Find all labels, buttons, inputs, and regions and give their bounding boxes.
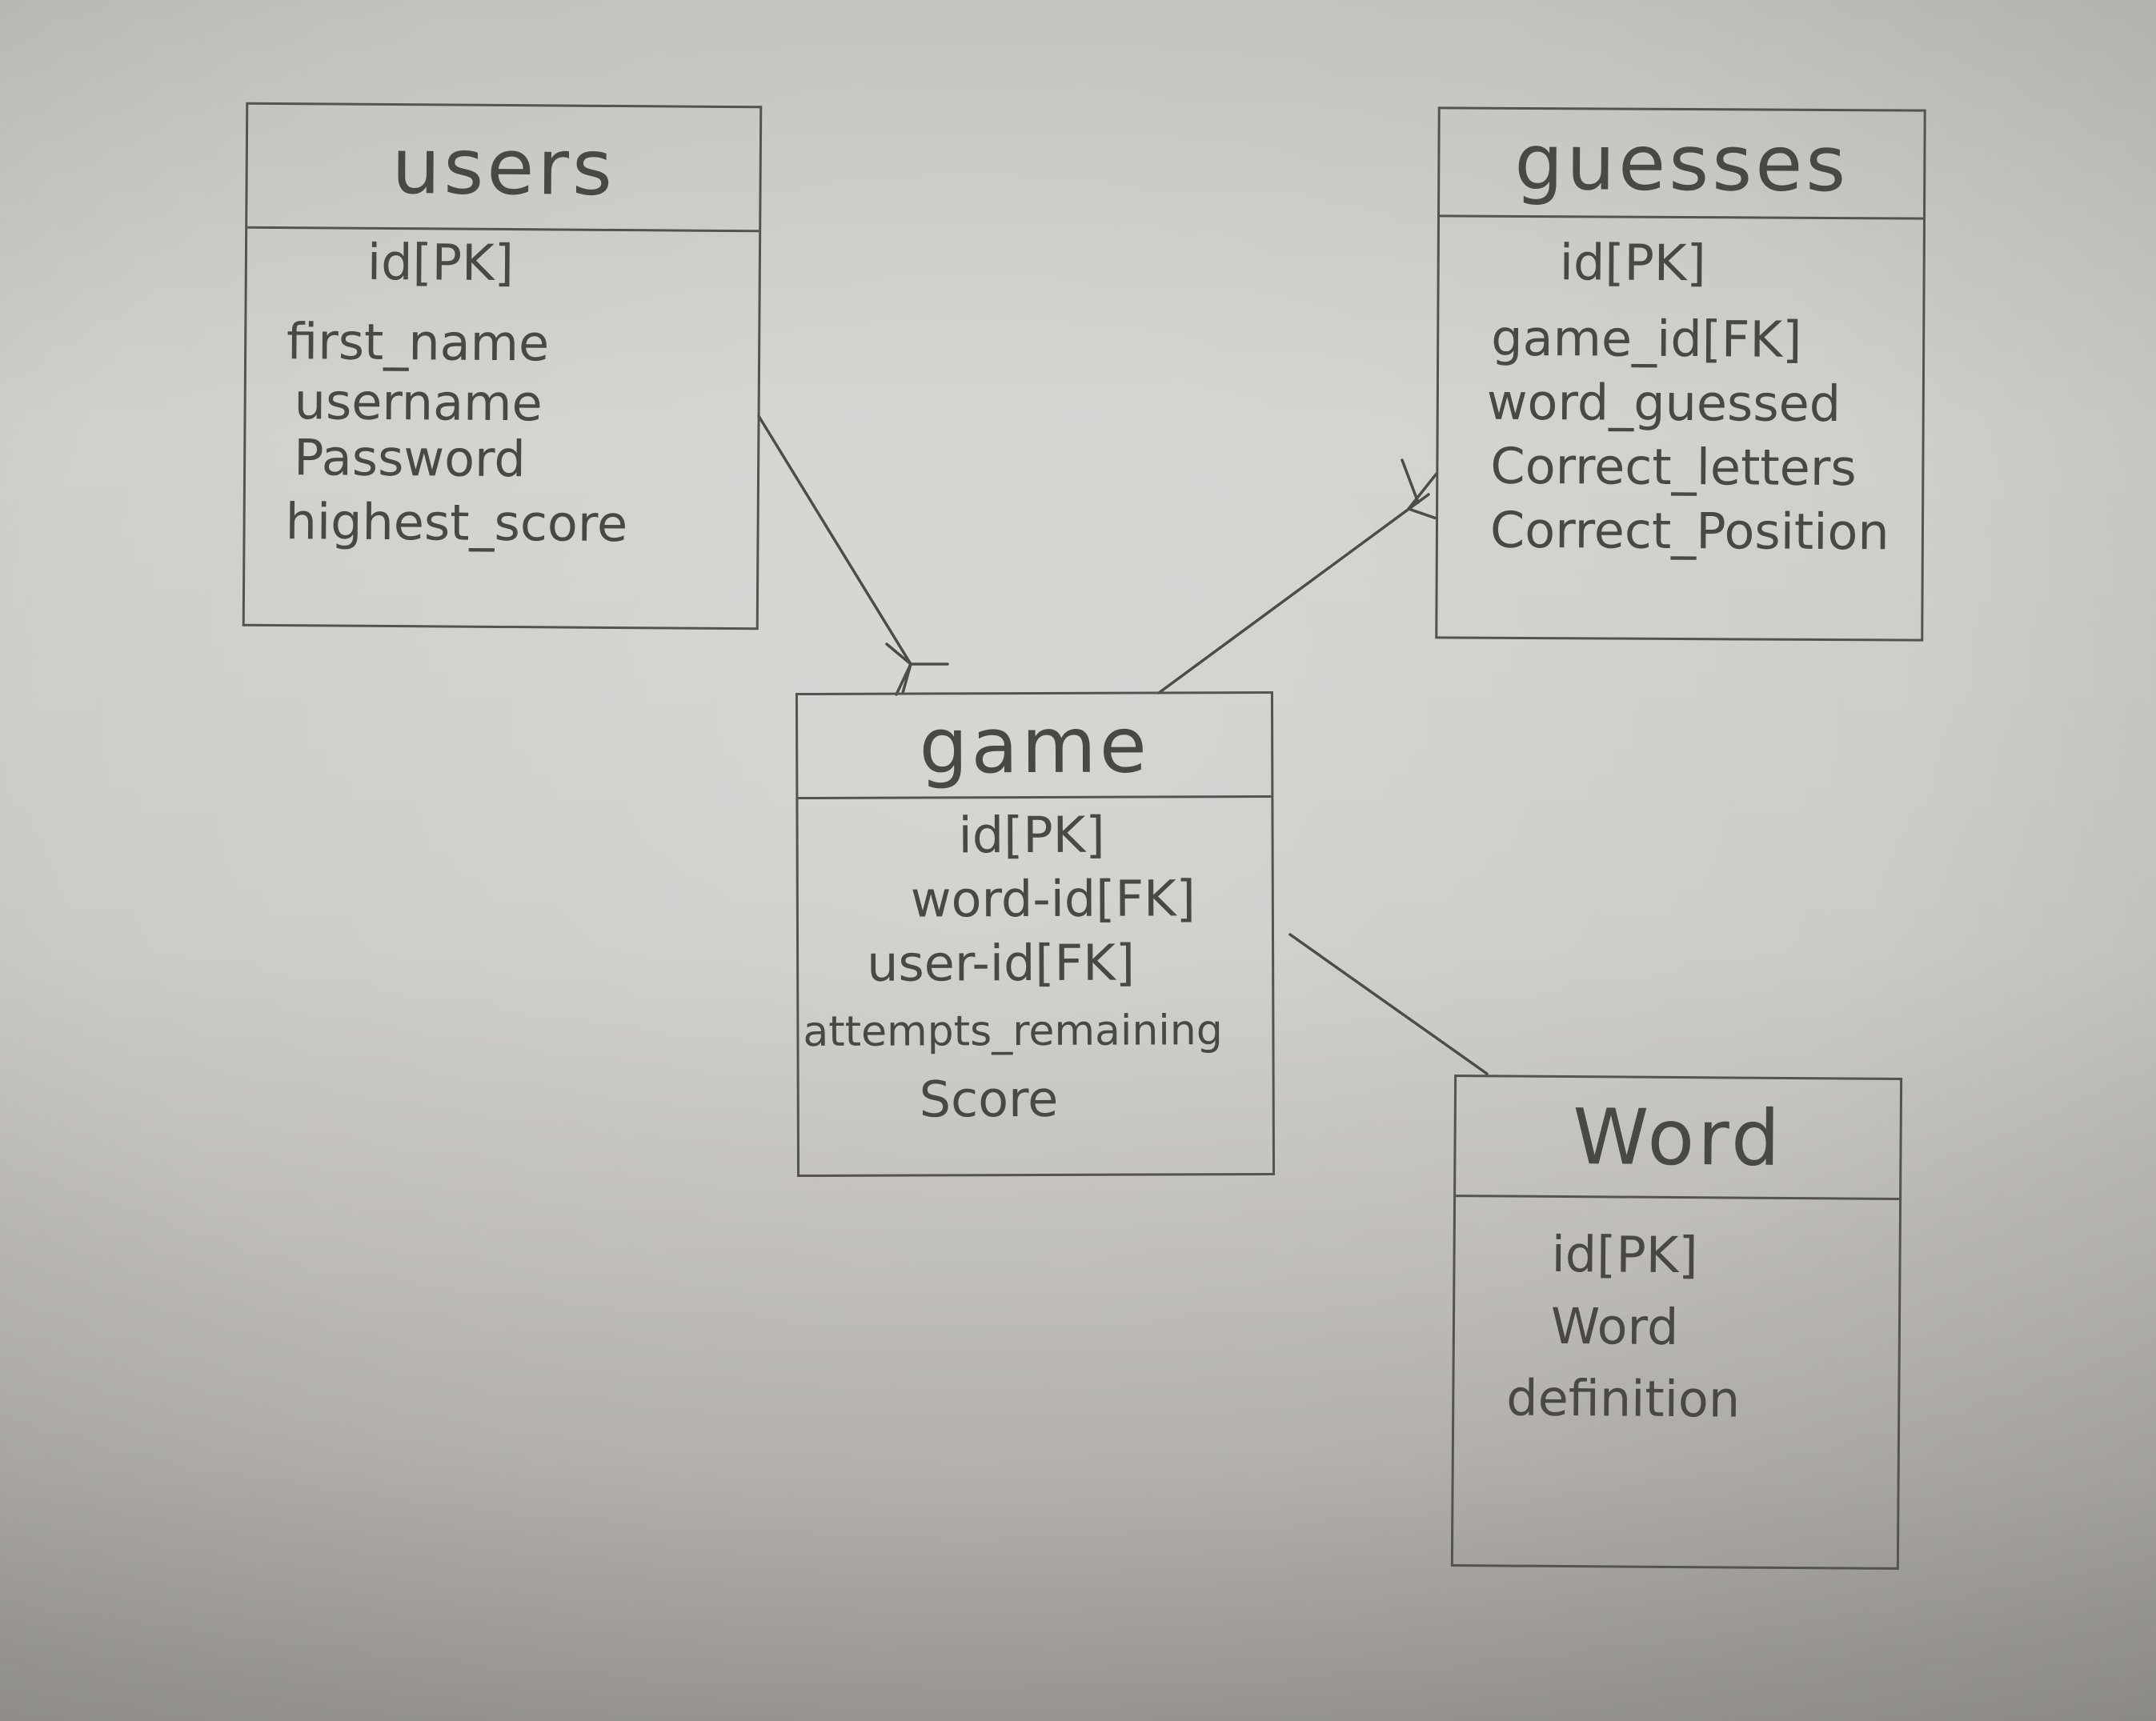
users-attr-password: Password bbox=[293, 428, 527, 489]
game-entity: game id[PK] word-id[FK] user-id[FK] atte… bbox=[795, 690, 1276, 1178]
users-entity-header: users bbox=[247, 104, 760, 233]
users-entity: users id[PK] first_name username Passwor… bbox=[242, 102, 763, 630]
users-attr-highest-score: highest_score bbox=[285, 492, 628, 554]
game-attr-score: Score bbox=[919, 1069, 1059, 1129]
game-entity-title: game bbox=[919, 699, 1151, 791]
users-attr-username: username bbox=[294, 372, 543, 433]
word-attr-definition: definition bbox=[1506, 1368, 1741, 1429]
users-entity-title: users bbox=[391, 122, 616, 213]
game-entity-header: game bbox=[797, 693, 1272, 800]
guesses-attr-game-id: game_id[FK] bbox=[1491, 308, 1802, 369]
game-guesses-crowsfoot-top bbox=[1407, 472, 1438, 510]
game-attr-user-id: user-id[FK] bbox=[866, 933, 1136, 993]
guesses-entity-title: guesses bbox=[1514, 117, 1849, 210]
guesses-attr-correct-letters: Correct_letters bbox=[1490, 436, 1857, 498]
game-attr-word-id: word-id[FK] bbox=[910, 869, 1196, 929]
word-attr-word: Word bbox=[1550, 1296, 1679, 1357]
guesses-attr-word-guessed: word_guessed bbox=[1486, 372, 1841, 434]
game-guesses-tick bbox=[1401, 458, 1420, 504]
word-entity: Word id[PK] Word definition bbox=[1450, 1075, 1903, 1570]
game-guesses-line bbox=[1157, 493, 1430, 694]
word-entity-title: Word bbox=[1572, 1091, 1784, 1183]
word-entity-header: Word bbox=[1456, 1077, 1901, 1200]
guesses-attr-id: id[PK] bbox=[1559, 233, 1706, 293]
users-game-line bbox=[757, 414, 912, 666]
users-attr-first-name: first_name bbox=[286, 312, 550, 373]
game-attr-attempts-remaining: attempts_remaining bbox=[803, 1007, 1223, 1057]
game-word-line bbox=[1288, 933, 1489, 1075]
guesses-attr-correct-position: Correct_Position bbox=[1489, 500, 1890, 562]
guesses-entity-header: guesses bbox=[1440, 109, 1924, 220]
word-attr-id: id[PK] bbox=[1551, 1224, 1698, 1285]
users-game-crowsfoot bbox=[885, 642, 913, 696]
game-guesses-crowsfoot-bottom bbox=[1407, 507, 1438, 520]
game-attr-id: id[PK] bbox=[958, 805, 1105, 865]
users-game-crowsfoot-mid bbox=[901, 662, 912, 694]
users-attr-id: id[PK] bbox=[367, 232, 515, 293]
guesses-entity: guesses id[PK] game_id[FK] word_guessed … bbox=[1435, 106, 1926, 642]
